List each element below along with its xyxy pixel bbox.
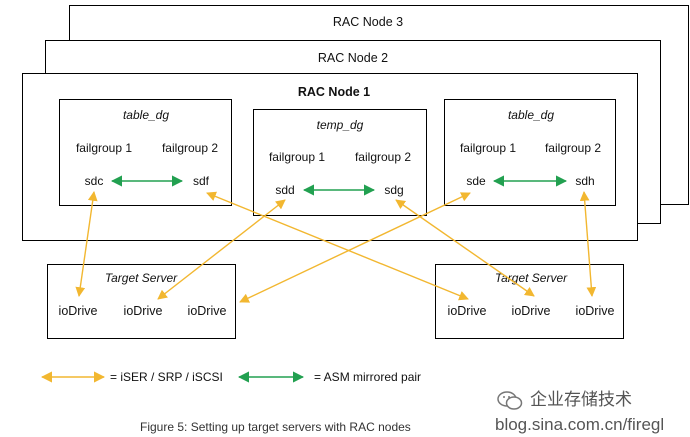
- failgroup-2-label: failgroup 2: [354, 150, 412, 164]
- device-label: sdf: [192, 174, 210, 188]
- iodrive-label: ioDrive: [58, 304, 98, 318]
- iodrive-label: ioDrive: [187, 304, 227, 318]
- iser-link-arrow: [239, 192, 471, 303]
- failgroup-2-label: failgroup 2: [161, 141, 219, 155]
- rac-node-3-title: RAC Node 3: [332, 15, 404, 29]
- diskgroup-box: [444, 99, 616, 206]
- wechat-icon: [497, 391, 523, 410]
- device-label: sde: [466, 174, 486, 188]
- watermark-url: blog.sina.com.cn/firegl: [495, 415, 665, 434]
- iser-link-arrow: [157, 199, 286, 300]
- iodrive-label: ioDrive: [511, 304, 551, 318]
- failgroup-1-label: failgroup 1: [268, 150, 326, 164]
- iodrive-label: ioDrive: [575, 304, 615, 318]
- iser-link-arrow: [206, 191, 469, 301]
- legend-yellow-label: = iSER / SRP / iSCSI: [110, 370, 223, 384]
- diskgroup-title: temp_dg: [316, 118, 364, 132]
- diskgroup-box: [59, 99, 232, 206]
- legend-green-label: = ASM mirrored pair: [314, 370, 422, 384]
- diskgroup-title: table_dg: [507, 108, 555, 122]
- rac-node-1-title: RAC Node 1: [297, 85, 371, 99]
- device-label: sdh: [575, 174, 595, 188]
- iodrive-label: ioDrive: [123, 304, 163, 318]
- device-label: sdc: [84, 174, 104, 188]
- iser-link-arrow: [75, 191, 98, 297]
- iser-link-arrow: [395, 199, 535, 297]
- iodrive-label: ioDrive: [447, 304, 487, 318]
- figure-caption: Figure 5: Setting up target servers with…: [140, 420, 411, 434]
- watermark-text: 企业存储技术: [530, 390, 632, 409]
- iser-link-arrow: [579, 191, 597, 297]
- failgroup-2-label: failgroup 2: [544, 141, 602, 155]
- rac-node-2-title: RAC Node 2: [317, 51, 389, 65]
- diskgroup-title: table_dg: [122, 108, 170, 122]
- failgroup-1-label: failgroup 1: [459, 141, 517, 155]
- failgroup-1-label: failgroup 1: [75, 141, 133, 155]
